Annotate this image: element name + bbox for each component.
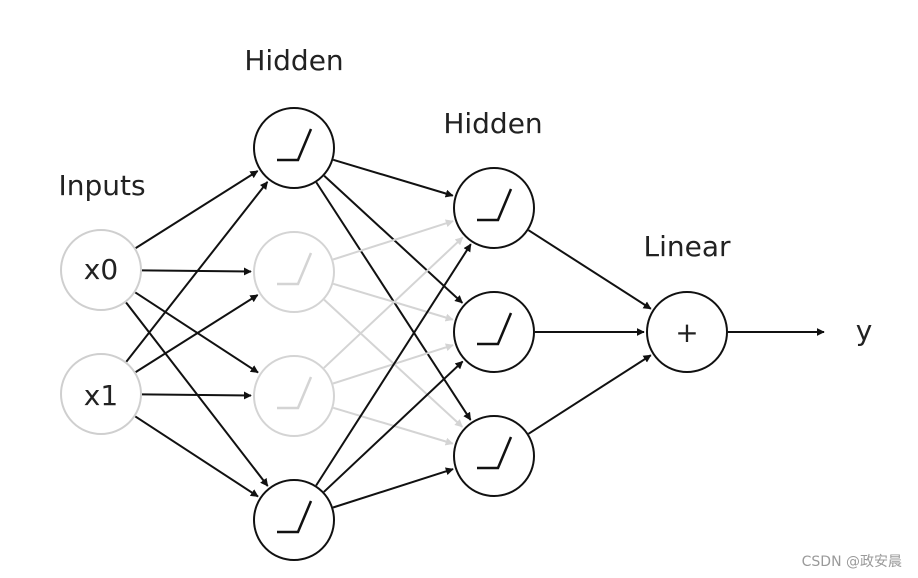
- input-node-x1: [60, 353, 142, 435]
- input-node-x0: [60, 229, 142, 311]
- nodes: [60, 107, 728, 561]
- linear-output-node: [646, 291, 728, 373]
- input-node-label-x1: x1: [84, 379, 118, 412]
- hidden-1-node-h1-3-dropped: [253, 355, 335, 437]
- inputs-layer-label: Inputs: [58, 169, 145, 202]
- relu-activation-icon: [277, 128, 313, 162]
- relu-activation-icon: [277, 376, 313, 410]
- relu-activation-icon: [477, 312, 513, 346]
- hidden-1-node-h1-1: [253, 107, 335, 189]
- edge-x1-to-h1-4: [134, 415, 259, 498]
- relu-activation-icon: [477, 188, 513, 222]
- connections: [125, 158, 825, 509]
- edge-h1-4-to-h2-3: [332, 467, 454, 509]
- edge-h2-3-to-out: [527, 354, 652, 435]
- output-sum-symbol: +: [675, 316, 698, 349]
- linear-layer-label: Linear: [643, 230, 731, 263]
- hidden-layer-1-label: Hidden: [244, 44, 343, 77]
- edge-x0-to-h1-1: [135, 170, 259, 249]
- edge-h1-2-to-h2-1: [332, 219, 454, 261]
- hidden-2-node-h2-3: [453, 415, 535, 497]
- output-label-y: y: [856, 314, 873, 347]
- relu-activation-icon: [477, 436, 513, 470]
- edge-x1-to-h1-1: [125, 181, 269, 363]
- watermark: CSDN @政安晨: [802, 554, 902, 570]
- hidden-1-node-h1-2-dropped: [253, 231, 335, 313]
- edge-x1-to-h1-3: [141, 391, 252, 400]
- edge-h1-4-to-h2-2: [323, 360, 464, 493]
- edge-x1-to-h1-2: [135, 294, 259, 373]
- input-node-label-x0: x0: [84, 253, 118, 286]
- hidden-2-node-h2-2: [453, 291, 535, 373]
- relu-activation-icon: [277, 252, 313, 286]
- hidden-1-node-h1-4: [253, 479, 335, 561]
- relu-activation-icon: [277, 500, 313, 534]
- hidden-layer-2-label: Hidden: [443, 107, 542, 140]
- edge-h1-4-to-h2-1: [315, 243, 472, 487]
- hidden-2-node-h2-1: [453, 167, 535, 249]
- edge-h2-1-to-out: [527, 229, 652, 310]
- edge-h1-3-to-h2-1: [323, 236, 464, 369]
- edge-h1-1-to-h2-1: [332, 158, 454, 198]
